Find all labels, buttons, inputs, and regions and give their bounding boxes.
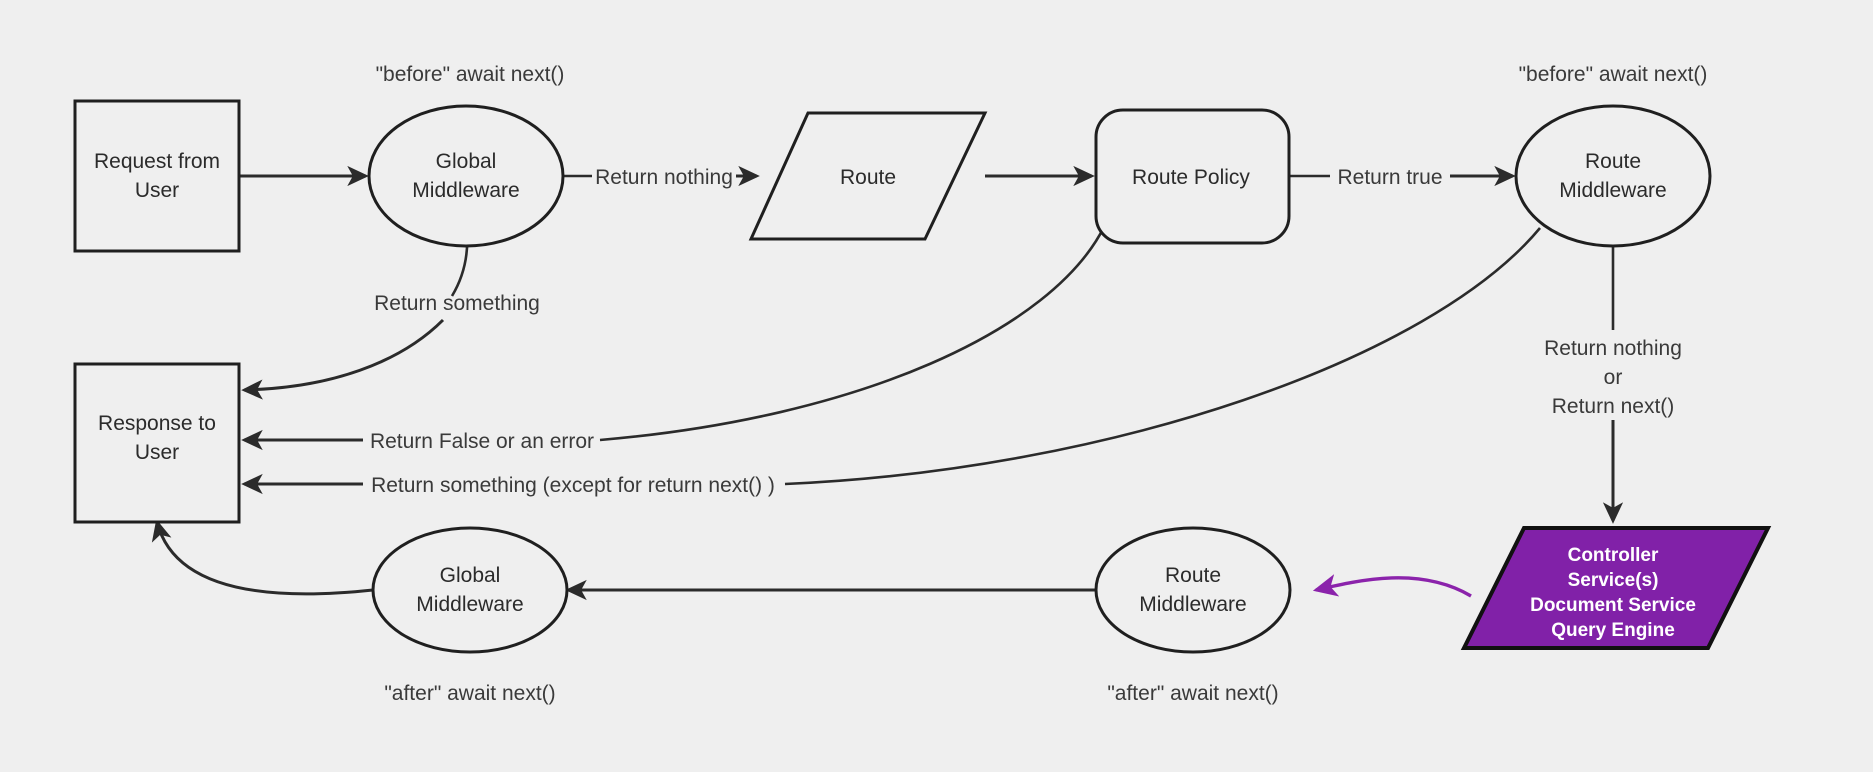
node-controller-line4: Query Engine — [1551, 620, 1675, 641]
node-route — [748, 111, 988, 241]
node-global-middleware-top-line2: Middleware — [412, 179, 519, 202]
edge-label-return-nothing-or-next-line3: Return next() — [1552, 395, 1675, 418]
node-controller-line1: Controller — [1568, 545, 1659, 566]
node-route-middleware-top — [1514, 104, 1712, 248]
edge-label-return-something-global: Return something — [374, 292, 540, 315]
node-controller-services — [1460, 526, 1772, 650]
edge-global-return-something-to-response — [241, 318, 445, 400]
node-route-middleware-bottom-line2: Middleware — [1139, 593, 1246, 616]
edge-global-middleware-bottom-to-response — [151, 519, 374, 596]
node-global-middleware-top-line1: Global — [436, 150, 497, 173]
node-global-middleware-bottom-line1: Global — [440, 564, 501, 587]
node-route-middleware-top-line2: Middleware — [1559, 179, 1666, 202]
node-request-from-user-line1: Request from — [94, 150, 220, 173]
node-global-middleware-top — [367, 104, 565, 248]
edge-route-middleware-return-something-curve — [784, 227, 1541, 486]
edge-label-return-true: Return true — [1337, 166, 1442, 189]
node-request-from-user — [73, 99, 241, 253]
edge-route-policy-false-curve — [599, 226, 1106, 442]
annotation-after-await-next-global: "after" await next() — [384, 682, 555, 705]
edge-label-return-nothing-or-next-line2: or — [1604, 366, 1623, 389]
annotation-before-await-next-global: "before" await next() — [376, 63, 565, 86]
node-route-middleware-top-line1: Route — [1585, 150, 1641, 173]
node-route-policy-label: Route Policy — [1132, 166, 1250, 189]
annotation-before-await-next-route: "before" await next() — [1519, 63, 1708, 86]
edge-label-return-false-or-error: Return False or an error — [370, 430, 594, 453]
node-route-label: Route — [840, 166, 896, 189]
annotation-after-await-next-route: "after" await next() — [1107, 682, 1278, 705]
node-route-policy — [1094, 108, 1291, 245]
edge-label-return-something-except: Return something (except for return next… — [371, 474, 775, 497]
edge-label-return-nothing-or-next-line1: Return nothing — [1544, 337, 1682, 360]
node-global-middleware-bottom — [371, 526, 569, 654]
node-response-to-user-line1: Response to — [98, 412, 216, 435]
edge-label-return-nothing: Return nothing — [595, 166, 733, 189]
node-request-from-user-line2: User — [135, 179, 179, 202]
node-controller-line3: Document Service — [1530, 595, 1696, 616]
edge-controller-to-route-middleware-bottom — [1312, 574, 1472, 598]
node-response-to-user-line2: User — [135, 441, 179, 464]
node-controller-line2: Service(s) — [1568, 570, 1659, 591]
node-route-middleware-bottom — [1094, 526, 1292, 654]
node-response-to-user — [73, 362, 241, 524]
node-global-middleware-bottom-line2: Middleware — [416, 593, 523, 616]
node-route-middleware-bottom-line1: Route — [1165, 564, 1221, 587]
